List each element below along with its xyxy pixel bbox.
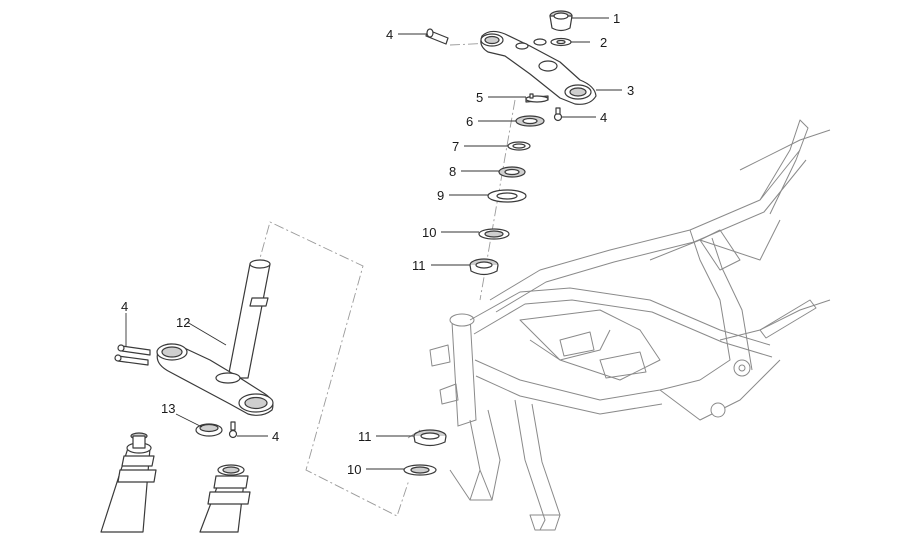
fork-tube-right: [199, 464, 251, 533]
motorcycle-frame: [429, 119, 831, 531]
callout-labels: 1 2 3 4 4 5 6 7 8 9 10 11 12 4 13 4 11 1…: [121, 11, 634, 477]
callout-4-lower-bolts: 4: [121, 299, 128, 314]
callout-5: 5: [476, 90, 483, 105]
lock-nut: [525, 93, 549, 103]
lower-bearing-parts: [403, 429, 447, 476]
washer: [550, 37, 572, 47]
adjusting-ring: [515, 115, 545, 127]
lower-triple-clamp-assembly: [114, 259, 274, 439]
upper-tapered-bearing: [469, 258, 499, 276]
callout-3: 3: [627, 83, 634, 98]
lower-tapered-bearing: [413, 429, 447, 447]
dust-cover: [487, 189, 527, 203]
upper-bearing: [498, 166, 526, 178]
leader-lines: [125, 17, 622, 470]
callout-4-lower-small: 4: [272, 429, 279, 444]
callout-8: 8: [449, 164, 456, 179]
cap-nut: [549, 10, 573, 32]
callout-6: 6: [466, 114, 473, 129]
upper-triple-clamp: [480, 30, 597, 105]
callout-12: 12: [176, 315, 190, 330]
callout-13: 13: [161, 401, 175, 416]
callout-10-lower: 10: [347, 462, 361, 477]
callout-4-top-bolt: 4: [386, 27, 393, 42]
fork-tubes: [100, 432, 251, 533]
bolt-top: [425, 28, 449, 45]
seal-ring: [507, 141, 531, 151]
callout-11-lower: 11: [358, 429, 372, 444]
callout-7: 7: [452, 139, 459, 154]
upper-bearing-race: [478, 228, 510, 240]
lower-bearing-race: [403, 464, 437, 476]
callout-11-upper: 11: [412, 258, 426, 273]
callout-4-pinch-bolt: 4: [600, 110, 607, 125]
callout-1: 1: [613, 11, 620, 26]
fork-tube-left: [100, 432, 157, 533]
callout-10-upper: 10: [422, 225, 436, 240]
upper-steering-parts: [425, 10, 597, 276]
clamp-pinch-bolt: [553, 107, 563, 122]
callout-9: 9: [437, 188, 444, 203]
callout-2: 2: [600, 35, 607, 50]
